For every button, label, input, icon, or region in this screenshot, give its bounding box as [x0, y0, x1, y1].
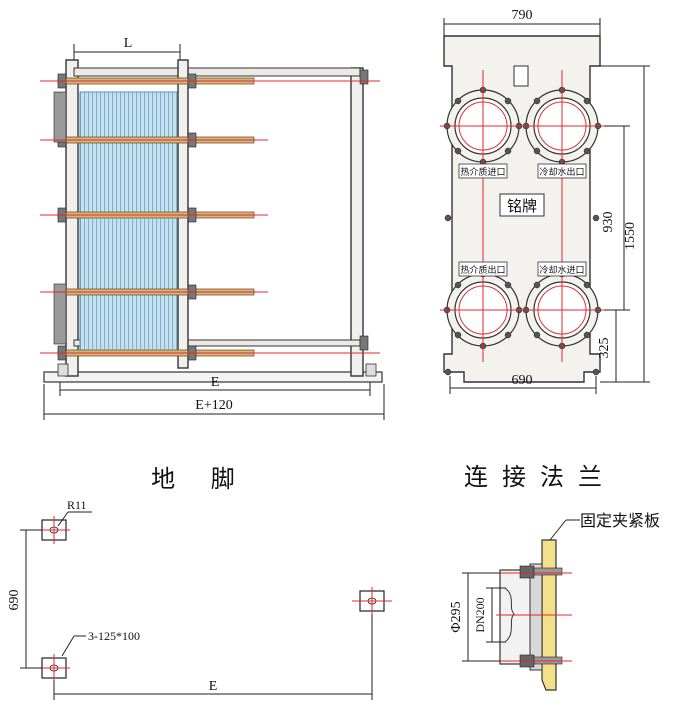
bolt-hole [583, 147, 591, 155]
nameplate-box [499, 193, 545, 217]
port-label-box [537, 261, 587, 277]
nut [359, 69, 369, 85]
port-label-box [537, 163, 587, 179]
dim-slot-label: 3-125*100 [88, 629, 140, 643]
bolt-hole [533, 147, 541, 155]
foot-view: 地 脚 R11 3-125*100 690 E [7, 465, 392, 700]
front-view: 790 365 [440, 8, 650, 394]
dim-930-label: 930 [601, 212, 616, 233]
foot-view-title: 地 脚 [151, 465, 249, 493]
foot [365, 363, 377, 377]
dim-phi295-label: Φ295 [449, 601, 464, 632]
dim-1550-label: 1550 [623, 222, 638, 250]
bolt-hole [444, 214, 452, 222]
base-rail [43, 371, 383, 383]
bolt-hole [454, 97, 462, 105]
bolt-hole [454, 281, 462, 289]
bolt-hole [533, 281, 541, 289]
bolt-hole [592, 368, 600, 376]
leader-slot [61, 635, 75, 657]
dim-foot-690-label: 690 [7, 590, 22, 611]
port-label: 热介质出口 [460, 264, 505, 276]
flange-bolt [533, 567, 563, 576]
dim-325-label: 325 [597, 338, 612, 359]
flange-ring [529, 563, 543, 671]
end-support-column [350, 67, 364, 377]
bolt-hole [533, 331, 541, 339]
bolt-hole [583, 331, 591, 339]
leader-r11 [57, 511, 69, 527]
flange-bolt [519, 565, 535, 579]
dim-foot-e-label: E [209, 679, 218, 694]
side-nozzles [53, 91, 67, 345]
flange-view-title: 连接法兰 [464, 463, 616, 491]
side-view: L [40, 36, 385, 420]
dim-790-label: 790 [512, 8, 533, 23]
bolt-hole [533, 97, 541, 105]
guide-notch [513, 65, 529, 87]
upper-guide-bar [73, 67, 361, 77]
flange-callout-label: 固定夹紧板 [580, 511, 660, 530]
dim-690-label: 690 [512, 373, 533, 388]
port-label: 热介质进口 [460, 166, 505, 178]
dim-r11-label: R11 [67, 498, 87, 512]
pipe-break [504, 587, 515, 643]
bolt-hole [504, 147, 512, 155]
bolt-hole [504, 97, 512, 105]
port-label: 冷却水进口 [539, 264, 584, 276]
dim-e-label: E [211, 375, 220, 390]
leader-plate [549, 519, 567, 541]
bolt-hole [592, 214, 600, 222]
dim-l-label: L [124, 36, 133, 51]
dim-dn200-label: DN200 [473, 597, 487, 632]
foot [57, 363, 69, 377]
bolt-hole [444, 368, 452, 376]
port-label-box [458, 163, 508, 179]
bolt-hole [583, 97, 591, 105]
bolt-hole [454, 147, 462, 155]
nameplate-label: 铭牌 [507, 197, 537, 215]
nozzle [53, 283, 67, 345]
bolt-hole [504, 281, 512, 289]
plate-pack [79, 91, 179, 355]
bolt-hole [504, 331, 512, 339]
dim-e120-label: E+120 [195, 398, 232, 413]
port-label-box [458, 261, 508, 277]
nozzle [53, 91, 67, 143]
nut [359, 335, 369, 351]
flange-view: 连接法兰 固定夹紧板 Φ295 DN200 [449, 463, 660, 691]
port-label: 冷却水出口 [539, 166, 584, 178]
bolt-hole [454, 331, 462, 339]
bolt-hole [583, 281, 591, 289]
